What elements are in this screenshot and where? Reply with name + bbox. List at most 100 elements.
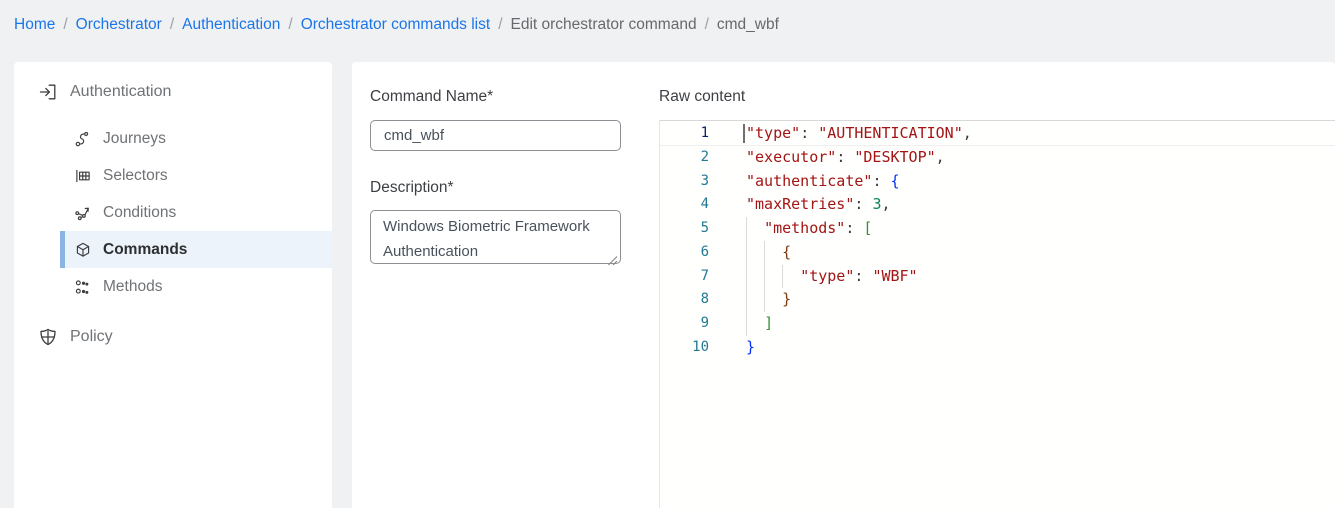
code-line: 5 "methods": [ — [660, 217, 1335, 241]
indent-guide — [764, 264, 765, 289]
breadcrumb-item-orchestrator[interactable]: Orchestrator — [75, 16, 162, 33]
code-token-str: "authenticate" — [746, 171, 873, 190]
code-token-str: "type" — [800, 266, 855, 285]
code-token-pun: , — [935, 147, 945, 166]
breadcrumb-separator: / — [63, 16, 68, 33]
breadcrumb-separator: / — [288, 16, 293, 33]
line-number: 4 — [700, 196, 709, 213]
code-token-pun: , — [962, 124, 972, 142]
indent-guide — [746, 288, 747, 312]
indent-guide — [764, 240, 765, 265]
sidebar-item-label: Conditions — [103, 203, 177, 221]
main-panel: Command Name* Description* Windows Biome… — [352, 62, 1335, 508]
sidebar-section-label: Authentication — [70, 83, 172, 100]
sidebar-item-selectors[interactable]: Selectors — [60, 157, 332, 194]
breadcrumb-separator: / — [169, 16, 175, 33]
code-token-str: "methods" — [764, 219, 846, 237]
cube-icon — [74, 241, 92, 259]
code-line: 7 "type": "WBF" — [660, 264, 1335, 289]
code-token-pun — [746, 219, 764, 237]
code-line: 10} — [660, 336, 1335, 360]
code-line: 2"executor": "DESKTOP", — [660, 146, 1335, 170]
dots-icon — [74, 278, 92, 296]
code-token-b2: ] — [764, 314, 774, 332]
indent-guide — [746, 264, 747, 289]
branch-icon — [74, 204, 92, 222]
breadcrumb-separator: / — [704, 16, 709, 33]
line-number: 9 — [700, 315, 709, 331]
sidebar-item-label: Commands — [103, 240, 188, 258]
breadcrumb-item-home[interactable]: Home — [14, 16, 56, 33]
code-token-pun — [746, 314, 764, 332]
line-number: 7 — [700, 267, 709, 284]
breadcrumb-separator: / — [498, 16, 503, 33]
description-field-wrap: Windows Biometric Framework Authenticati… — [370, 210, 621, 269]
sidebar-policy-label: Policy — [70, 328, 113, 345]
login-icon — [38, 82, 58, 102]
line-number: 6 — [700, 243, 709, 260]
line-number: 5 — [700, 220, 709, 236]
code-token-pun: : — [845, 219, 864, 237]
command-name-input[interactable] — [370, 120, 621, 151]
code-line: 8 } — [660, 288, 1335, 312]
code-token-b3: { — [782, 242, 792, 261]
sidebar-item-conditions[interactable]: Conditions — [60, 194, 332, 231]
sidebar-item-commands[interactable]: Commands — [60, 231, 332, 268]
code-token-pun: : — [854, 266, 873, 285]
indent-guide — [746, 240, 747, 265]
code-token-b1: { — [890, 171, 900, 190]
route-icon — [74, 130, 92, 148]
code-token-pun: : — [836, 147, 855, 166]
sidebar-item-journeys[interactable]: Journeys — [60, 120, 332, 157]
breadcrumb-item-orchestrator-commands-list[interactable]: Orchestrator commands list — [300, 16, 491, 33]
breadcrumb-item-authentication[interactable]: Authentication — [182, 16, 281, 33]
command-form: Command Name* Description* Windows Biome… — [370, 88, 621, 269]
sidebar-item-authentication[interactable]: Authentication — [14, 74, 332, 110]
description-textarea[interactable]: Windows Biometric Framework Authenticati… — [370, 210, 621, 264]
code-token-pun: , — [881, 195, 891, 214]
code-token-str: "type" — [746, 124, 801, 142]
line-number: 3 — [700, 172, 709, 189]
code-token-pun: : — [854, 195, 873, 214]
code-token-pun: : — [872, 171, 891, 190]
description-label: Description* — [370, 179, 454, 196]
code-token-pun — [746, 267, 800, 285]
code-token-pun: : — [800, 124, 819, 142]
text-cursor — [743, 124, 745, 143]
breadcrumb: Home / Orchestrator / Authentication / Orchest… — [14, 16, 779, 34]
raw-content-label: Raw content — [659, 88, 746, 105]
code-line: 9 ] — [660, 312, 1335, 336]
code-token-str: "WBF" — [872, 266, 918, 285]
line-number: 10 — [692, 338, 709, 355]
code-token-b2: [ — [863, 219, 873, 237]
code-token-str: "DESKTOP" — [854, 147, 936, 166]
code-token-num: 3 — [872, 195, 882, 214]
code-line: 3 "authenticate": { — [660, 170, 1335, 194]
indent-guide — [764, 288, 765, 312]
code-line: 4 "maxRetries": 3, — [660, 193, 1335, 217]
command-name-label: Command Name* — [370, 88, 494, 105]
code-token-b1: } — [746, 337, 756, 356]
code-token-str: "AUTHENTICATION" — [818, 124, 963, 142]
breadcrumb-item-edit-orchestrator-command: Edit orchestrator command — [510, 16, 697, 33]
sidebar-item-policy[interactable]: Policy — [14, 317, 332, 357]
sidebar-item-label: Methods — [103, 277, 163, 295]
code-line: 6 { — [660, 240, 1335, 265]
raw-content-section: Raw content 1"type": "AUTHENTICATION",2"… — [659, 88, 1335, 508]
line-number: 1 — [700, 125, 709, 141]
code-editor[interactable]: 1"type": "AUTHENTICATION",2"executor": "… — [659, 120, 1335, 508]
line-number: 8 — [700, 291, 709, 308]
code-line: 1 "type": "AUTHENTICATION", — [660, 122, 1335, 146]
indent-guide — [782, 264, 783, 289]
sidebar-item-label: Journeys — [103, 129, 166, 147]
code-token-str: "maxRetries" — [746, 195, 855, 214]
table-icon — [74, 167, 92, 185]
indent-guide — [746, 217, 747, 241]
indent-guide — [746, 312, 747, 336]
sidebar-item-methods[interactable]: Methods — [60, 268, 332, 305]
code-token-b3: } — [782, 290, 792, 309]
shield-icon — [38, 327, 58, 347]
